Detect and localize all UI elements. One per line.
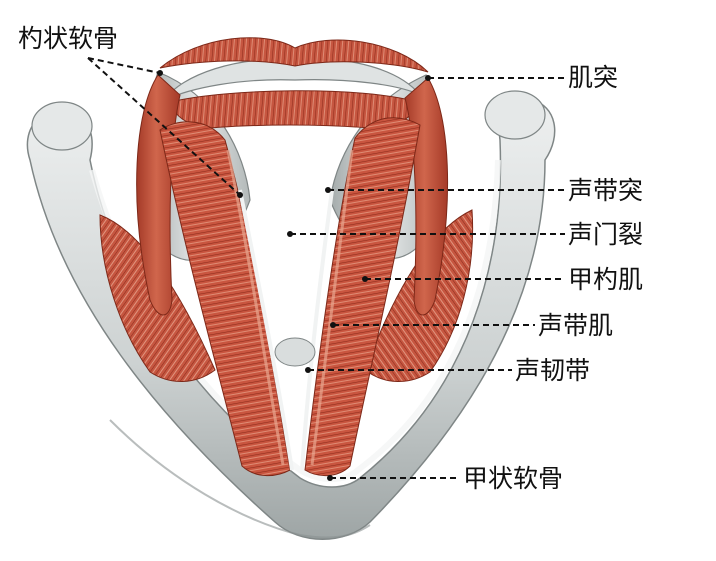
thyroarytenoid-right: [304, 117, 421, 476]
leader-lines: [87, 57, 565, 479]
leader-arytenoid-a: [87, 57, 161, 74]
label-arytenoid-cartilage: 杓状软骨: [18, 24, 119, 53]
label-thyroarytenoid: 甲杓肌: [568, 265, 644, 294]
thyroarytenoid-muscles: [159, 117, 421, 476]
leader-arytenoid-b: [87, 57, 241, 196]
label-vocal-process: 声带突: [568, 176, 644, 205]
vocal-ligament-left: [238, 189, 294, 471]
label-vocalis: 声带肌: [538, 311, 614, 340]
vocal-ligament-right: [300, 189, 334, 471]
oblique-arytenoid-top: [159, 37, 429, 73]
superior-horn-right: [484, 90, 546, 140]
label-thyroid-cartilage: 甲状软骨: [463, 464, 564, 493]
label-vocal-ligament: 声韧带: [515, 356, 591, 385]
superior-horn-left: [31, 101, 93, 151]
anterior-commissure: [274, 337, 316, 367]
label-muscular-process: 肌突: [568, 63, 619, 92]
label-rima-glottidis: 声门裂: [568, 220, 644, 249]
leader-endpoints: [157, 70, 431, 481]
